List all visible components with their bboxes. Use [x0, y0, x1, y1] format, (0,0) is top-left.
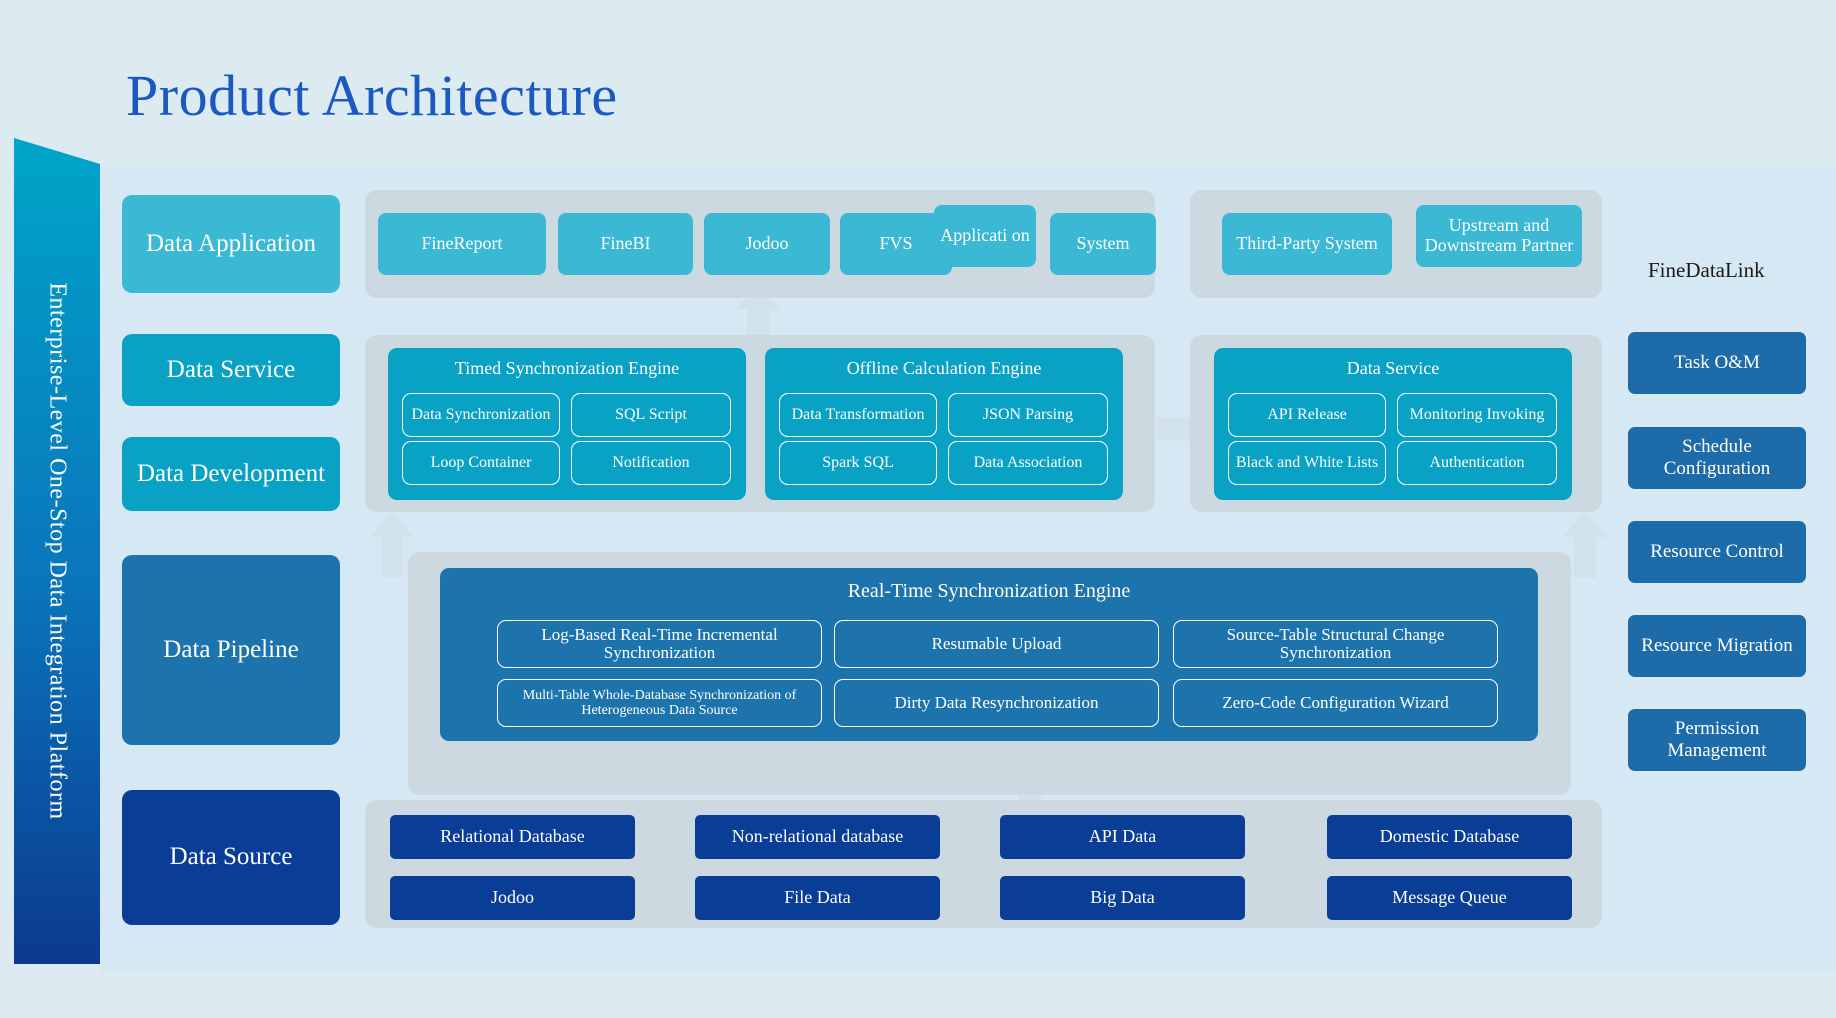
platform-banner: Enterprise-Level One-Stop Data Integrati…: [14, 138, 100, 964]
rt-item-zero-code-config-wizard[interactable]: Zero-Code Configuration Wizard: [1173, 679, 1498, 727]
page-title: Product Architecture: [126, 63, 618, 128]
rt-item-multi-table-whole-db-sync[interactable]: Multi-Table Whole-Database Synchronizati…: [497, 679, 822, 727]
rt-item-log-based-incremental-sync[interactable]: Log-Based Real-Time Incremental Synchron…: [497, 620, 822, 668]
app-chip-fvs[interactable]: FVS: [840, 213, 952, 275]
app-chip-jodoo[interactable]: Jodoo: [704, 213, 830, 275]
layer-label-data-development: Data Development: [122, 437, 340, 511]
side-button-resource-migration[interactable]: Resource Migration: [1628, 615, 1806, 677]
brand-label: FineDataLink: [1648, 258, 1765, 282]
side-button-schedule-configuration[interactable]: Schedule Configuration: [1628, 427, 1806, 489]
side-button-permission-management[interactable]: Permission Management: [1628, 709, 1806, 771]
data-source-non-relational-database[interactable]: Non-relational database: [695, 815, 940, 859]
offline-calc-item-data-transformation[interactable]: Data Transformation: [779, 393, 937, 437]
engine-timed-sync-title: Timed Synchronization Engine: [454, 358, 680, 378]
data-source-relational-database[interactable]: Relational Database: [390, 815, 635, 859]
timed-sync-item-notification[interactable]: Notification: [571, 441, 731, 485]
partner-chip-upstream-downstream[interactable]: Upstream and Downstream Partner: [1416, 205, 1582, 267]
data-service-item-monitoring-invoking[interactable]: Monitoring Invoking: [1397, 393, 1557, 437]
app-chip-finereport[interactable]: FineReport: [378, 213, 546, 275]
data-service-item-black-white-lists[interactable]: Black and White Lists: [1228, 441, 1386, 485]
side-button-resource-control[interactable]: Resource Control: [1628, 521, 1806, 583]
engine-offline-calc-title: Offline Calculation Engine: [846, 358, 1042, 378]
app-chip-system[interactable]: System: [1050, 213, 1156, 275]
timed-sync-item-sql-script[interactable]: SQL Script: [571, 393, 731, 437]
offline-calc-item-spark-sql[interactable]: Spark SQL: [779, 441, 937, 485]
offline-calc-item-data-association[interactable]: Data Association: [948, 441, 1108, 485]
layer-label-data-service: Data Service: [122, 334, 340, 406]
engine-data-service-title: Data Service: [1346, 358, 1440, 378]
engine-realtime-sync: Real-Time Synchronization Engine Log-Bas…: [440, 568, 1538, 741]
app-chip-finebi[interactable]: FineBI: [558, 213, 693, 275]
platform-banner-label: Enterprise-Level One-Stop Data Integrati…: [44, 282, 71, 820]
data-service-item-authentication[interactable]: Authentication: [1397, 441, 1557, 485]
data-source-message-queue[interactable]: Message Queue: [1327, 876, 1572, 920]
side-button-task-om[interactable]: Task O&M: [1628, 332, 1806, 394]
data-source-file-data[interactable]: File Data: [695, 876, 940, 920]
engine-offline-calc: Offline Calculation Engine Data Transfor…: [765, 348, 1123, 500]
engine-realtime-sync-title: Real-Time Synchronization Engine: [847, 580, 1131, 602]
layer-label-data-pipeline: Data Pipeline: [122, 555, 340, 745]
layer-label-data-source: Data Source: [122, 790, 340, 925]
data-service-item-api-release[interactable]: API Release: [1228, 393, 1386, 437]
rt-item-resumable-upload[interactable]: Resumable Upload: [834, 620, 1159, 668]
timed-sync-item-data-synchronization[interactable]: Data Synchronization: [402, 393, 560, 437]
data-source-big-data[interactable]: Big Data: [1000, 876, 1245, 920]
offline-calc-item-json-parsing[interactable]: JSON Parsing: [948, 393, 1108, 437]
engine-timed-sync: Timed Synchronization Engine Data Synchr…: [388, 348, 746, 500]
rt-item-source-table-structural-change[interactable]: Source-Table Structural Change Synchroni…: [1173, 620, 1498, 668]
app-chip-application[interactable]: Applicati on: [934, 205, 1036, 267]
data-source-api-data[interactable]: API Data: [1000, 815, 1245, 859]
rt-item-dirty-data-resync[interactable]: Dirty Data Resynchronization: [834, 679, 1159, 727]
layer-label-data-application: Data Application: [122, 195, 340, 293]
data-source-domestic-database[interactable]: Domestic Database: [1327, 815, 1572, 859]
partner-chip-third-party[interactable]: Third-Party System: [1222, 213, 1392, 275]
engine-data-service: Data Service API Release Monitoring Invo…: [1214, 348, 1572, 500]
data-source-jodoo[interactable]: Jodoo: [390, 876, 635, 920]
timed-sync-item-loop-container[interactable]: Loop Container: [402, 441, 560, 485]
